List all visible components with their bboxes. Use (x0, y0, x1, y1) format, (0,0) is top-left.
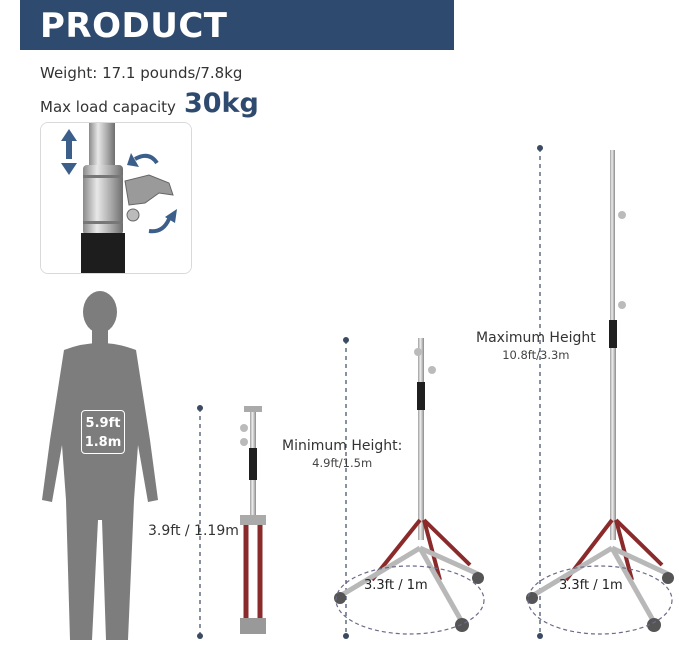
page-title: PRODUCT DIMENSION (40, 6, 266, 90)
measurement-endpoints (197, 145, 543, 639)
clamp-detail-image (40, 122, 192, 274)
person-silhouette (42, 291, 158, 640)
maximum-height-title: Maximum Height (476, 330, 596, 346)
measurement-lines (199, 148, 541, 636)
minimum-height-stand (334, 338, 485, 635)
load-capacity-label: Max load capacity (40, 98, 176, 116)
minimum-height-value: 4.9ft/1.5m (312, 456, 373, 470)
minimum-base-width-label: 3.3ft / 1m (364, 578, 428, 593)
up-down-arrow-icon (61, 129, 77, 175)
maximum-height-label: Maximum Height 10.8ft/3.3m (476, 330, 596, 362)
maximum-height-value: 10.8ft/3.3m (502, 348, 570, 362)
person-height-badge: 5.9ft 1.8m (81, 410, 125, 454)
folded-height-label: 3.9ft / 1.19m (148, 523, 239, 539)
maximum-base-width-label: 3.3ft / 1m (559, 578, 623, 593)
minimum-height-title: Minimum Height: (282, 438, 403, 454)
folded-stand (240, 406, 266, 634)
rotate-arrow-icon (134, 153, 171, 234)
maximum-height-stand (526, 150, 674, 635)
title-banner: PRODUCT DIMENSION (20, 0, 454, 90)
load-capacity-spec: Max load capacity 30kg (40, 88, 259, 119)
clamp-illustration (41, 123, 191, 273)
weight-spec: Weight: 17.1 pounds/7.8kg (40, 64, 243, 82)
load-capacity-value: 30kg (183, 88, 259, 119)
person-height-m: 1.8m (84, 435, 122, 450)
minimum-height-label: Minimum Height: 4.9ft/1.5m (282, 438, 402, 470)
person-height-ft: 5.9ft (85, 416, 121, 431)
